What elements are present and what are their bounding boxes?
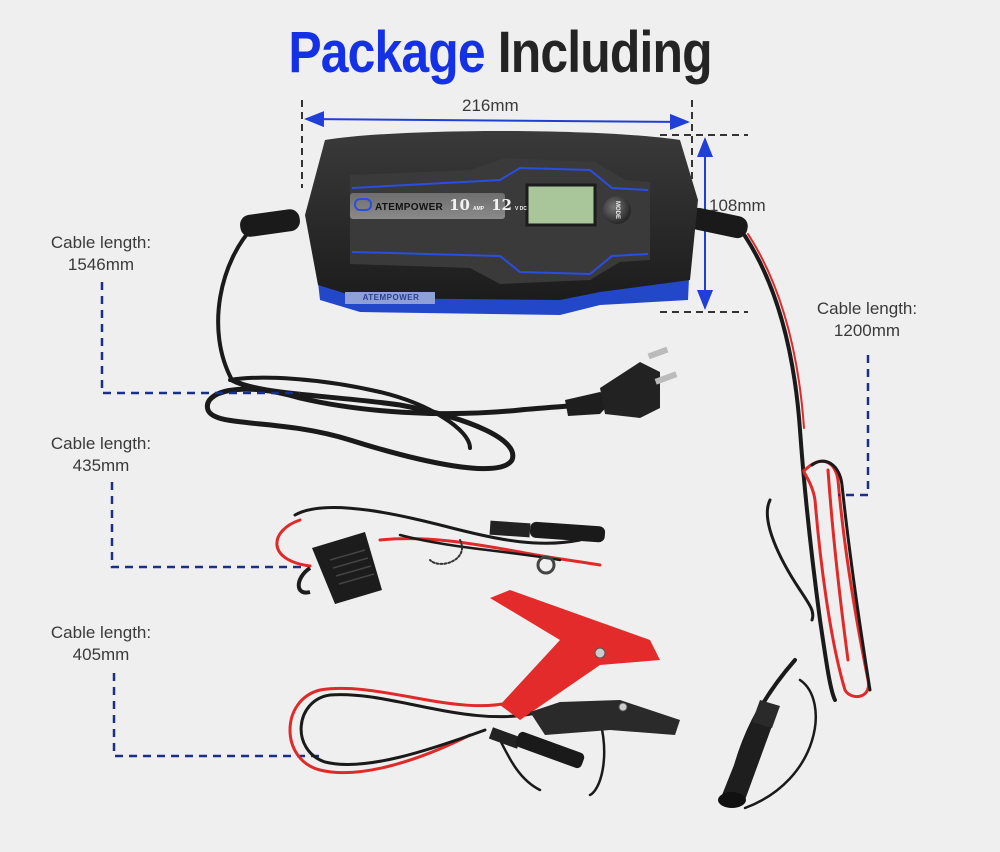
page-title: Package Including — [70, 18, 930, 88]
title-word-package: Package — [288, 20, 485, 85]
charger-brand-row: ATEMPOWER 10 AMP 12 V DC — [354, 196, 527, 216]
black-clamp — [530, 700, 680, 735]
cable-label-caption: Cable length: — [50, 623, 152, 642]
charger-brand: ATEMPOWER — [375, 202, 444, 213]
ac-plug — [565, 346, 678, 418]
red-clamp — [490, 590, 660, 720]
cable-label-caption: Cable length: — [50, 233, 152, 252]
cable-label-value: 1546mm — [67, 255, 135, 274]
cable-label-value: 405mm — [72, 645, 130, 664]
fuse-harness — [275, 505, 602, 575]
leader-435mm — [110, 482, 306, 569]
sae-connector-fuse — [489, 520, 606, 543]
charger-side-brand: ATEMPOWER — [362, 293, 420, 302]
sae-connector-right — [718, 700, 780, 808]
dc-output-cable — [728, 233, 872, 810]
leader-1546mm — [100, 282, 300, 395]
leader-1200mm — [838, 355, 870, 497]
cable-label-caption: Cable length: — [816, 299, 918, 318]
title-word-including: Including — [497, 20, 713, 85]
cable-label-405mm: Cable length: 405mm — [38, 622, 164, 666]
leader-lines — [100, 282, 870, 758]
battery-charger — [240, 131, 748, 315]
ac-power-cable — [204, 223, 613, 472]
width-dimension — [301, 100, 693, 200]
cable-label-value: 1200mm — [833, 321, 901, 340]
cable-label-1200mm: Cable length: 1200mm — [804, 298, 930, 342]
brand-logo-icon — [354, 198, 372, 211]
battery-clamp-harness — [288, 686, 606, 797]
height-label: 108mm — [709, 196, 766, 215]
sae-connector-clamps — [488, 727, 585, 769]
charger-amp-value: 10 — [449, 196, 470, 214]
cable-label-435mm: Cable length: 435mm — [38, 433, 164, 477]
cable-label-caption: Cable length: — [50, 434, 152, 453]
charger-volt-unit: V DC — [514, 206, 527, 212]
cable-label-value: 435mm — [72, 456, 130, 475]
width-label: 216mm — [462, 96, 519, 115]
fuse-holder — [296, 532, 382, 604]
charger-volt-value: 12 — [491, 196, 512, 214]
charger-amp-unit: AMP — [472, 206, 485, 212]
cable-label-1546mm: Cable length: 1546mm — [38, 232, 164, 276]
